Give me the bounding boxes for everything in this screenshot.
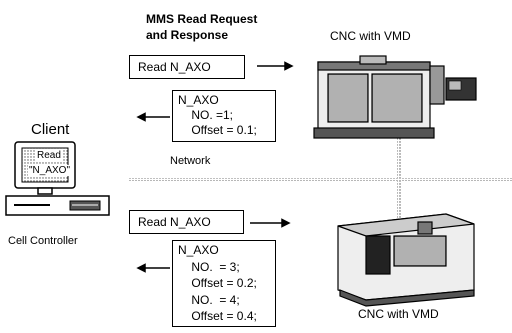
- client-screen-line1: Read: [36, 150, 62, 161]
- cnc-machine-bottom-icon: [337, 213, 475, 307]
- request-label-top: Read N_AXO: [138, 60, 211, 74]
- machine-label-top: CNC with VMD: [330, 29, 411, 43]
- network-line: [128, 178, 512, 181]
- arrow-request-bottom: [250, 218, 291, 228]
- network-drop-top: [397, 138, 401, 180]
- network-drop-bottom: [397, 181, 401, 221]
- request-box-bottom: Read N_AXO: [129, 210, 244, 234]
- response-line: Offset = 0.2;: [178, 276, 257, 290]
- response-line: NO. = 4;: [178, 292, 240, 307]
- arrow-request-top: [257, 61, 294, 71]
- response-line: NO. =1;: [178, 108, 234, 122]
- machine-label-bottom: CNC with VMD: [358, 307, 439, 321]
- arrow-response-bottom: [136, 263, 170, 273]
- response-box-bottom: N_AXO NO. = 3; Offset = 0.2; NO. = 4; Of…: [172, 240, 276, 327]
- request-label-bottom: Read N_AXO: [138, 215, 211, 229]
- response-line: N_AXO: [178, 243, 219, 257]
- response-line: N_AXO: [178, 93, 219, 107]
- client-caption: Cell Controller: [8, 235, 78, 247]
- request-box-top: Read N_AXO: [129, 55, 245, 79]
- response-line: NO. = 3;: [178, 259, 240, 274]
- client-title: Client: [31, 121, 70, 138]
- response-box-top: N_AXO NO. =1; Offset = 0.1;: [172, 90, 276, 142]
- diagram-title-line2: and Response: [146, 28, 229, 42]
- response-line: Offset = 0.1;: [178, 123, 257, 137]
- network-label: Network: [170, 155, 211, 167]
- response-line: Offset = 0.4;: [178, 309, 257, 323]
- cnc-machine-top-icon: [313, 55, 477, 139]
- diagram-title-line1: MMS Read Request: [146, 12, 258, 26]
- arrow-response-top: [136, 112, 170, 122]
- client-screen-line2: "N_AXO": [28, 165, 72, 176]
